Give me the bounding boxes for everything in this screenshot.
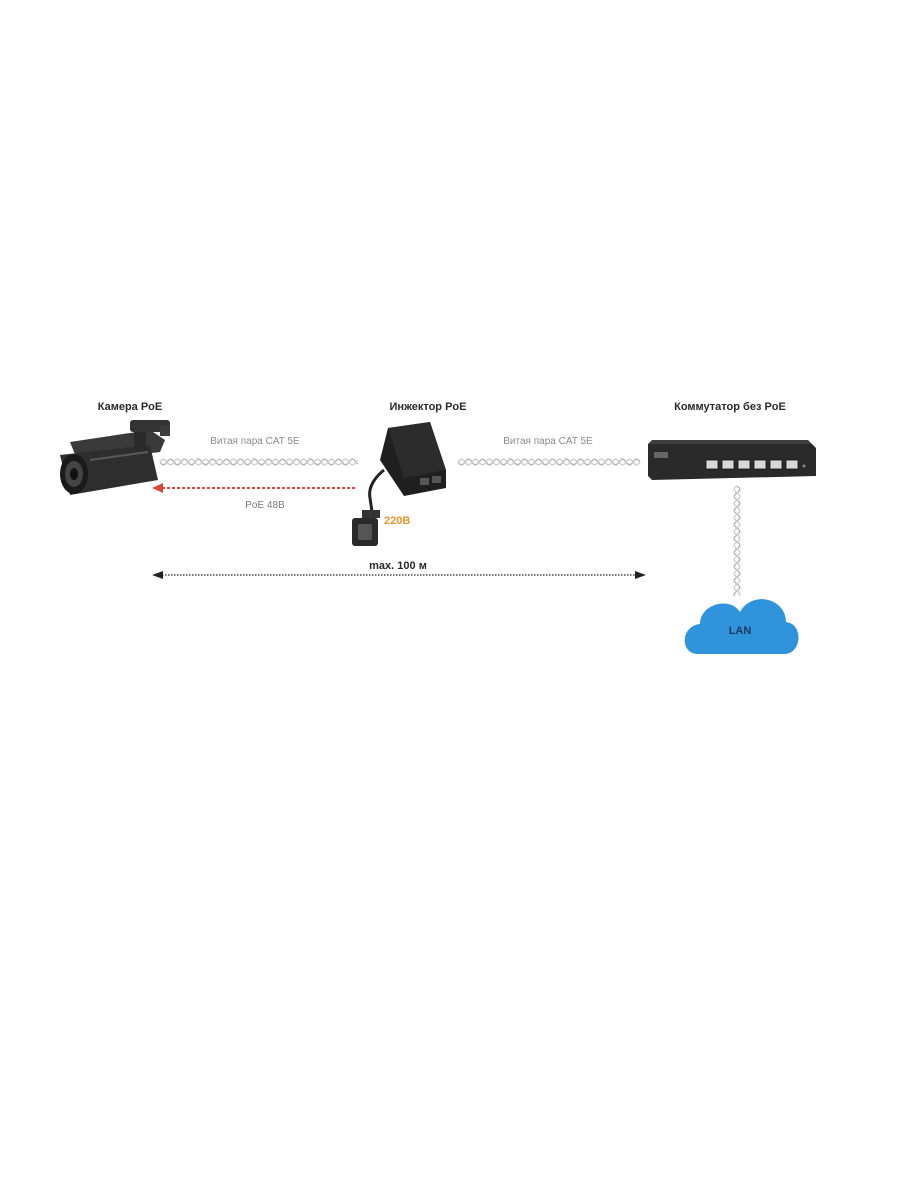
switch-port-3 [737, 459, 751, 470]
switch-port-6 [785, 459, 799, 470]
twisted-pair-cable-1 [159, 458, 359, 466]
poe-injector-icon [368, 422, 446, 513]
twisted-pair-cable-2 [457, 458, 641, 466]
distance-arrow [152, 571, 646, 579]
distance-label: max. 100 м [369, 560, 427, 572]
network-switch-icon [648, 440, 816, 480]
voltage-label: 220В [384, 515, 410, 527]
bullet-camera-icon [60, 420, 170, 495]
twisted-pair-cable-3 [733, 485, 741, 597]
switch-title: Коммутатор без PoE [674, 401, 786, 413]
switch-port-1 [705, 459, 719, 470]
switch-port-5 [769, 459, 783, 470]
poe-power-line [152, 483, 355, 493]
injector-title: Инжектор PoE [390, 401, 467, 413]
cable-label-1: Витая пара CAT 5Е [210, 436, 300, 447]
switch-port-4 [753, 459, 767, 470]
switch-port-2 [721, 459, 735, 470]
camera-title: Камера PoE [98, 401, 163, 413]
poe-label: PoE 48В [245, 500, 285, 511]
cable-label-2: Витая пара CAT 5Е [503, 436, 593, 447]
power-plug-icon [352, 510, 380, 546]
cloud-icon [684, 599, 799, 654]
lan-label: LAN [729, 625, 752, 637]
